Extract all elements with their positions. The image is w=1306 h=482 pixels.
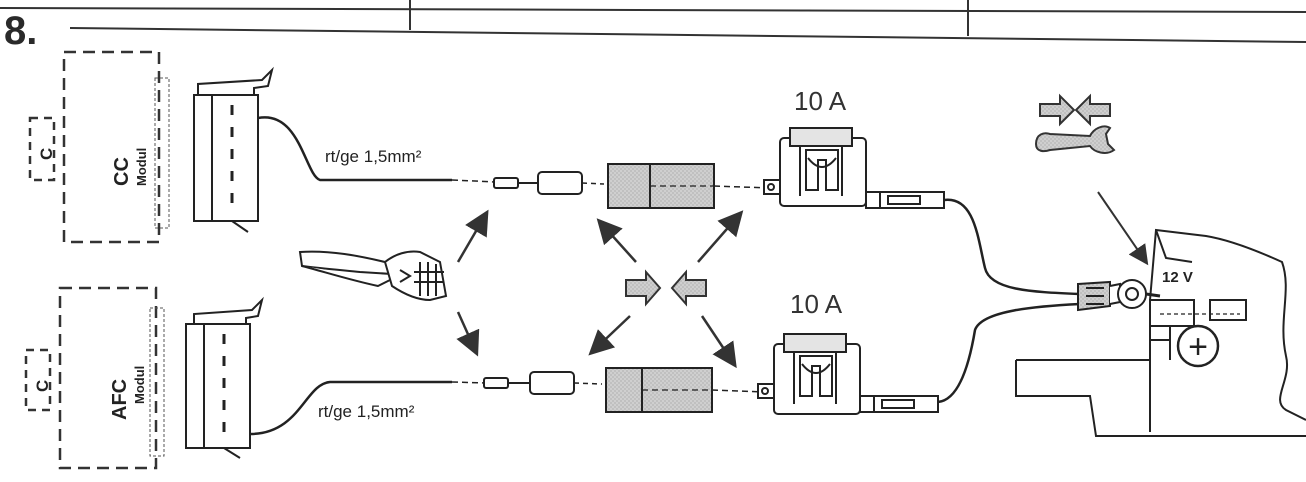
battery-positive-terminal: +	[1176, 324, 1220, 368]
afc-module-sub: Modul	[132, 366, 147, 404]
wire-ferrule-bottom	[483, 371, 603, 395]
fuse-holder-top	[763, 127, 945, 209]
fuse-holder-bottom	[757, 333, 939, 415]
cc-connector-label: C	[37, 148, 56, 160]
wires	[249, 116, 1081, 436]
bullet-connector-top	[607, 163, 771, 209]
ring-terminals	[1077, 279, 1161, 312]
crimping-pliers-icon	[298, 250, 448, 302]
battery	[1015, 228, 1306, 437]
cc-connector-c: C	[28, 116, 56, 182]
step-number: 8.	[4, 9, 37, 53]
bullet-connector-bottom	[605, 367, 765, 413]
positive-symbol: +	[1188, 328, 1208, 366]
cc-module-sub: Modul	[134, 148, 149, 186]
press-together-arrows-icon-small	[1039, 93, 1111, 127]
direction-arrows-left	[456, 209, 489, 357]
cc-plug-connector	[193, 66, 274, 233]
battery-voltage-label: 12 V	[1162, 269, 1193, 286]
afc-plug-connector	[185, 296, 264, 459]
afc-connector-label: C	[33, 380, 52, 392]
afc-connector-c: C	[24, 348, 52, 412]
fuse-rating-top: 10 A	[794, 86, 847, 116]
wrench-icon	[1034, 125, 1116, 154]
top-table-border	[0, 0, 1306, 43]
wire-label-top: rt/ge 1,5mm²	[325, 147, 422, 166]
cc-module-name: CC	[111, 157, 133, 186]
direction-arrows-center	[588, 210, 744, 369]
wire-ferrule-top	[493, 171, 605, 195]
tighten-arrow	[1097, 191, 1149, 266]
afc-module: AFC Modul	[58, 286, 165, 470]
press-together-arrows-icon	[625, 269, 707, 307]
cc-module: CC Modul	[62, 50, 170, 244]
wire-label-bottom: rt/ge 1,5mm²	[318, 402, 415, 421]
afc-module-name: AFC	[109, 379, 131, 420]
fuse-rating-bottom: 10 A	[790, 289, 843, 319]
